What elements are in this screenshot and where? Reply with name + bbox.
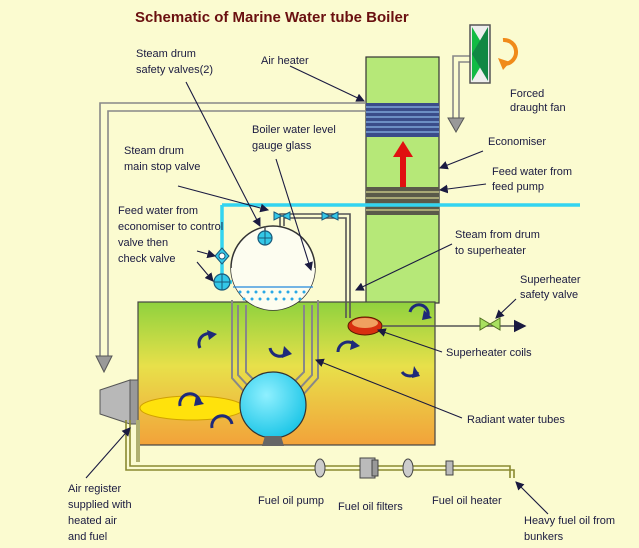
label-superheater-safety-2: safety valve <box>520 289 578 301</box>
steam-drum <box>230 225 316 311</box>
air-register <box>99 379 131 425</box>
label-heavy-fuel-oil-1: Heavy fuel oil from <box>524 515 615 527</box>
fuel-oil-heater-icon <box>402 458 414 478</box>
air-duct-fan <box>452 55 470 122</box>
water-drum <box>239 371 307 439</box>
feed-control-valve-icon <box>214 247 230 265</box>
label-boiler-water-level-2: gauge glass <box>252 140 312 152</box>
label-steam-drum-main-stop-2: main stop valve <box>124 161 200 173</box>
label-feed-water-pump-1: Feed water from <box>492 166 572 178</box>
label-feed-water-econ-2: economiser to control <box>118 221 223 233</box>
forced-draught-fan-icon <box>469 24 518 84</box>
label-fuel-oil-filters: Fuel oil filters <box>338 501 403 513</box>
air-duct-arrowhead <box>447 117 465 134</box>
label-steam-drum-safety-valves-1: Steam drum <box>136 48 196 60</box>
air-duct-register <box>99 102 366 358</box>
label-feed-water-econ-4: check valve <box>118 253 175 265</box>
label-feed-water-econ-1: Feed water from <box>118 205 198 217</box>
label-feed-water-pump-2: feed pump <box>492 181 544 193</box>
label-air-register-2: supplied with <box>68 499 132 511</box>
label-air-heater: Air heater <box>261 55 309 67</box>
label-fuel-oil-pump: Fuel oil pump <box>258 495 324 507</box>
leader-lines <box>85 65 549 515</box>
superheater-coils <box>347 316 383 336</box>
label-steam-from-drum-1: Steam from drum <box>455 229 540 241</box>
hot-gas-arrow <box>393 141 413 187</box>
label-steam-drum-main-stop-1: Steam drum <box>124 145 184 157</box>
water-drum-support <box>262 436 284 446</box>
label-feed-water-econ-3: valve then <box>118 237 168 249</box>
label-steam-drum-safety-valves-2: safety valves(2) <box>136 64 213 76</box>
label-economiser: Economiser <box>488 136 546 148</box>
label-air-register-3: heated air <box>68 515 117 527</box>
label-air-register-1: Air register <box>68 483 122 495</box>
label-fuel-oil-heater: Fuel oil heater <box>432 495 502 507</box>
label-heavy-fuel-oil-2: bunkers <box>524 531 564 543</box>
diagram-title: Schematic of Marine Water tube Boiler <box>135 9 409 26</box>
label-steam-from-drum-2: to superheater <box>455 245 526 257</box>
economiser-tubes <box>366 187 439 215</box>
label-boiler-water-level-1: Boiler water level <box>252 124 336 136</box>
drum-safety-valve-icon <box>257 226 273 246</box>
air-heater-tubes <box>366 103 439 137</box>
fuel-oil-filters-icon <box>359 457 379 479</box>
label-forced-draught-fan-1: Forced <box>510 88 544 100</box>
fuel-oil-valve-icon <box>445 460 454 476</box>
main-stop-valve-icon <box>273 211 339 221</box>
label-forced-draught-fan-2: draught fan <box>510 102 566 114</box>
fuel-oil-pump-icon <box>314 458 326 478</box>
superheater-safety-valve-icon <box>479 317 501 331</box>
labels: Steam drum safety valves(2) Air heater F… <box>68 48 615 543</box>
label-air-register-4: and fuel <box>68 531 107 543</box>
air-duct-arrowhead-down <box>95 355 113 374</box>
label-radiant-water-tubes: Radiant water tubes <box>467 414 565 426</box>
steam-pipe <box>279 213 351 318</box>
label-superheater-safety-1: Superheater <box>520 274 581 286</box>
feed-check-valve-icon <box>213 273 231 291</box>
label-superheater-coils: Superheater coils <box>446 347 532 359</box>
